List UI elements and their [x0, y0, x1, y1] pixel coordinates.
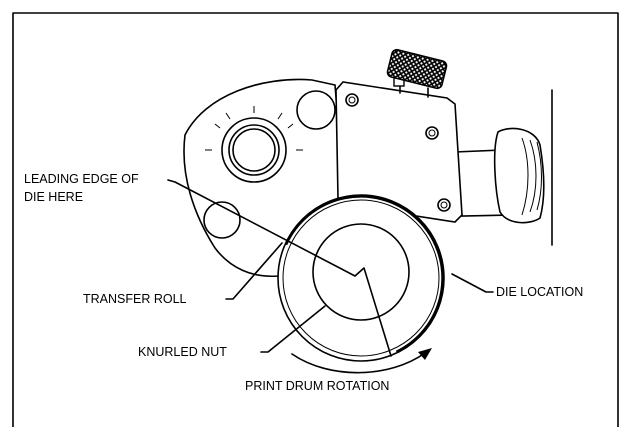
- knurled-nut-leader: [260, 305, 326, 353]
- top-roller: [296, 90, 336, 130]
- leading-edge-leader: [167, 179, 392, 357]
- knurled-thumb-screw: [386, 48, 448, 98]
- plate-screw-top: [345, 93, 359, 107]
- rotation-arrowhead: [418, 348, 432, 360]
- label-leading-edge-line2: DIE HERE: [24, 190, 83, 204]
- label-transfer-roll: TRANSFER ROLL: [83, 292, 187, 306]
- side-arm-grip: [493, 127, 545, 224]
- knurled-nut-circle: [312, 223, 410, 321]
- label-leading-edge-line1: LEADING EDGE OF: [24, 172, 139, 186]
- ink-knob: [205, 106, 303, 183]
- plate-screw-bottom: [437, 198, 451, 212]
- print-drum: [277, 194, 445, 362]
- transfer-roll-leader: [225, 242, 283, 300]
- diagram-border: [12, 12, 619, 427]
- die-band: [284, 194, 445, 354]
- label-die-location: DIE LOCATION: [496, 285, 583, 299]
- label-knurled-nut: KNURLED NUT: [138, 345, 227, 359]
- rotation-arrow: [291, 352, 426, 374]
- label-print-drum-rotation: PRINT DRUM ROTATION: [245, 379, 389, 393]
- plate-screw-mid: [425, 126, 439, 140]
- die-location-leader: [451, 273, 494, 293]
